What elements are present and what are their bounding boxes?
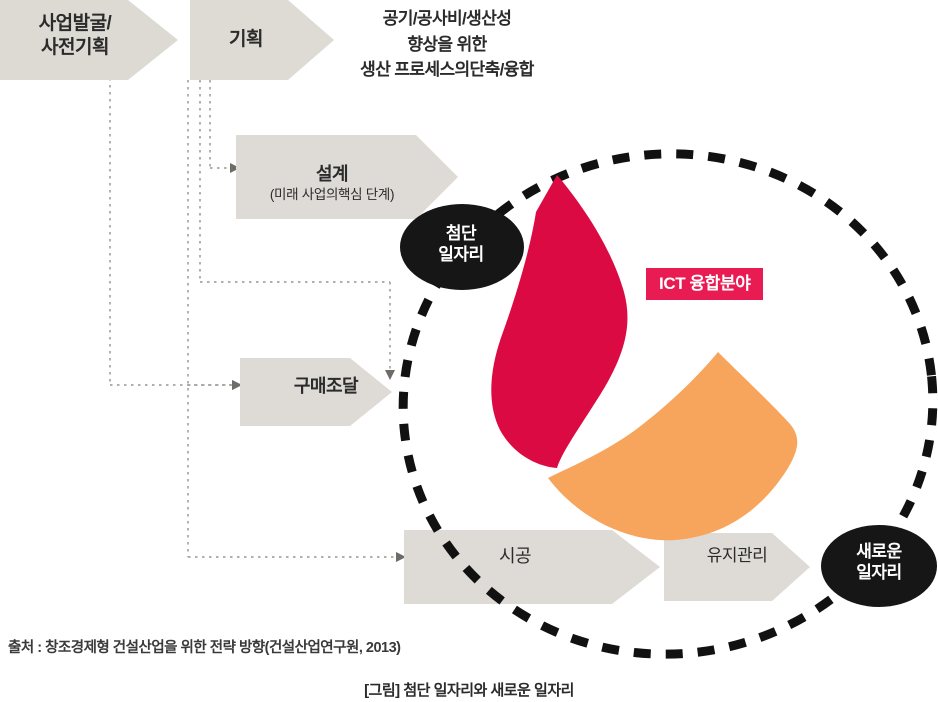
ict-convergence-badge[interactable]: ICT 융합분야 — [646, 268, 764, 300]
source-note: 출처 : 창조경제형 건설산업을 위한 전략 방향(건설산업연구원, 2013) — [8, 640, 401, 656]
new-jobs-bubble[interactable] — [821, 525, 937, 607]
red-swoosh-shape — [491, 175, 628, 468]
stage-shape-discovery[interactable] — [0, 0, 178, 80]
stage-shape-design[interactable] — [236, 135, 458, 219]
connector-lines — [109, 78, 407, 563]
ict-scope-dashed-ellipse — [398, 149, 938, 659]
stage-shape-maintenance[interactable] — [664, 533, 810, 601]
figure-caption: [그림] 첨단 일자리와 새로운 일자리 — [364, 682, 574, 699]
advanced-jobs-bubble[interactable] — [400, 204, 524, 290]
stage-shape-construction[interactable] — [404, 530, 660, 604]
stage-shape-procurement[interactable] — [240, 358, 392, 426]
stage-shape-planning[interactable] — [190, 0, 334, 80]
orange-swoosh-shape — [548, 352, 798, 541]
stage-shapes — [0, 0, 810, 604]
